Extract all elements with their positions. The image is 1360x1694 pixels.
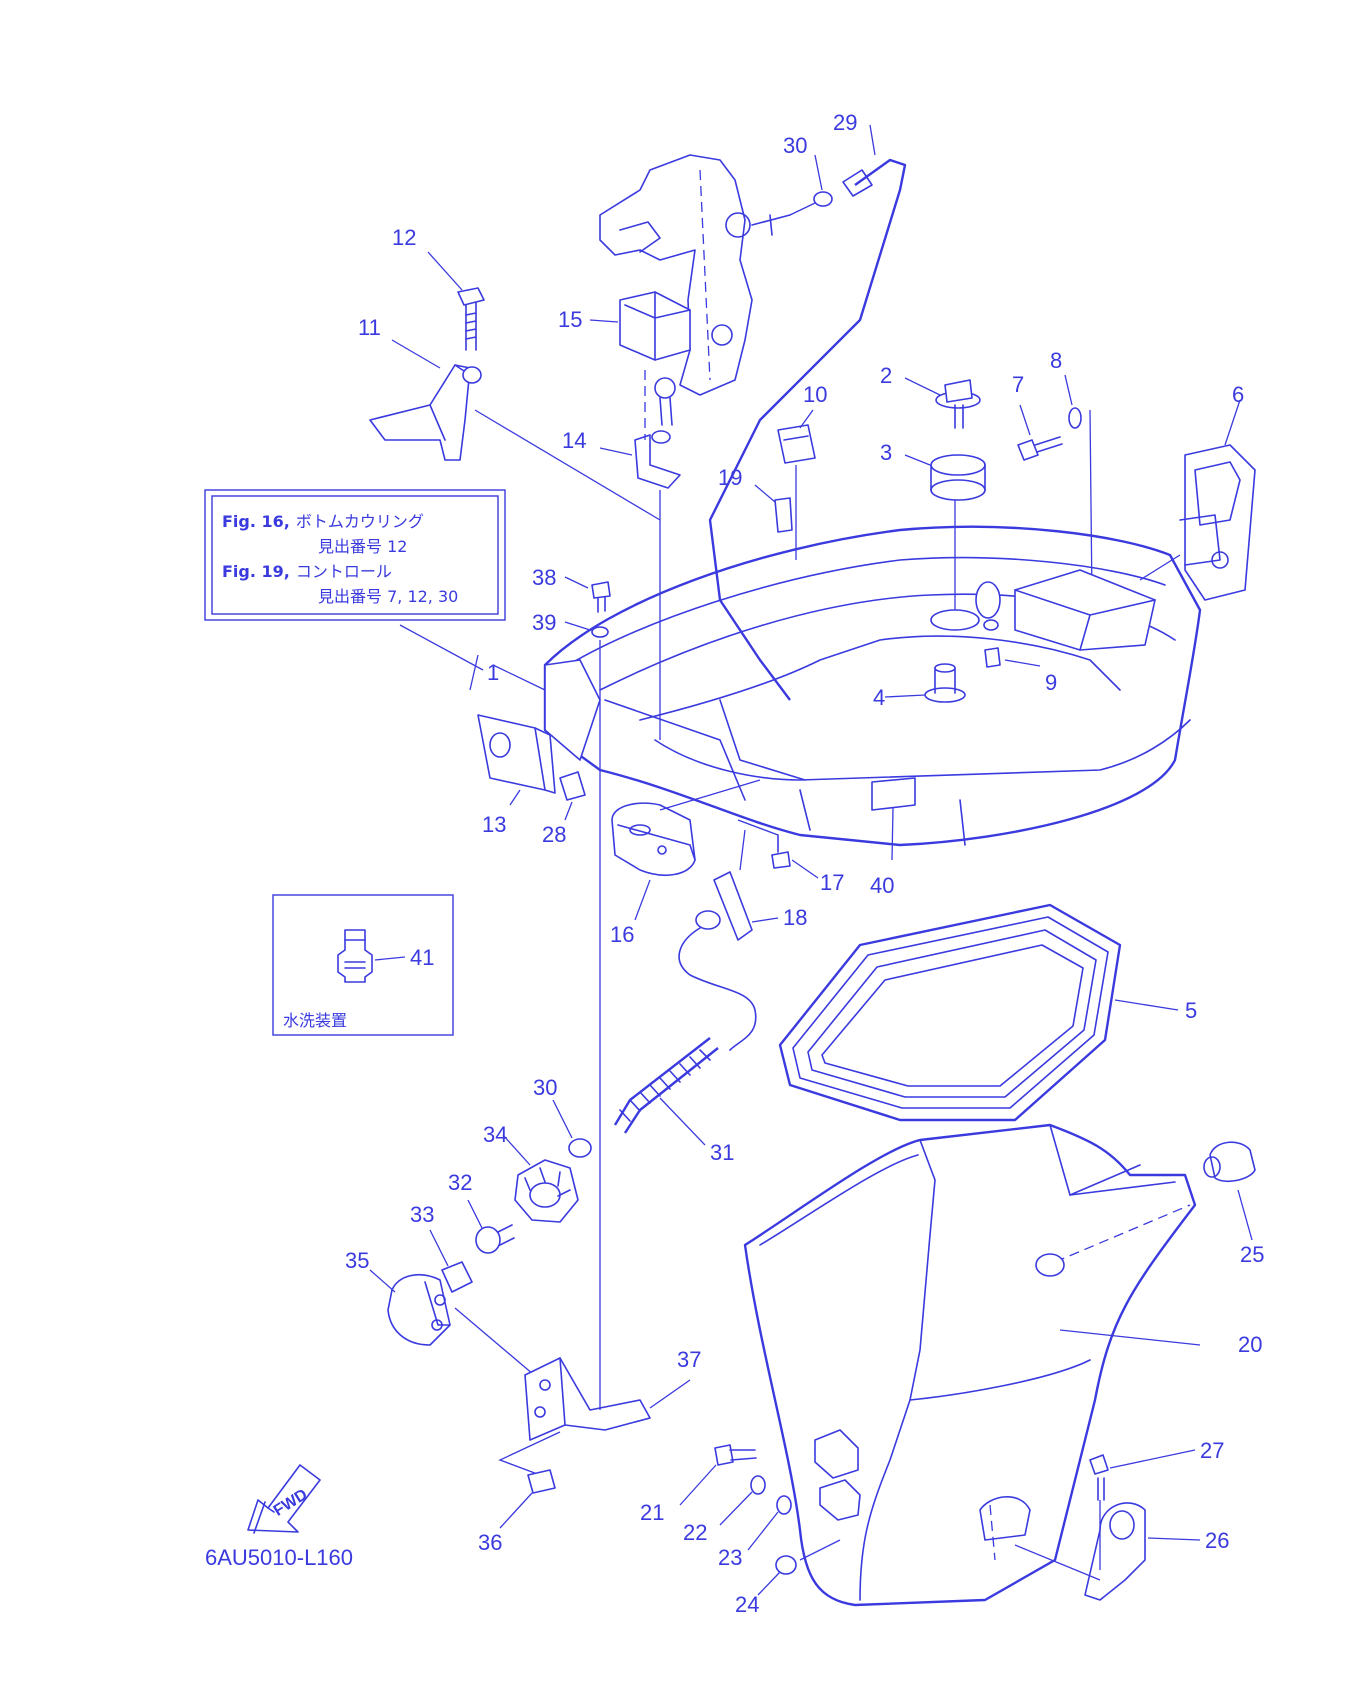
washer-22 xyxy=(719,1475,766,1526)
part-label-10: 10 xyxy=(803,382,827,407)
part-label-15: 15 xyxy=(558,307,582,332)
part-label-12: 12 xyxy=(392,225,416,250)
plate-28 xyxy=(559,771,586,821)
hose-31 xyxy=(613,1037,719,1146)
part-label-18: 18 xyxy=(783,905,807,930)
grommet-3 xyxy=(904,454,986,620)
part-label-1: 1 xyxy=(487,660,499,685)
reference-box: Fig. 16,ボトムカウリング 見出番号 12 Fig. 19,コントロール … xyxy=(204,489,506,691)
part-label-8: 8 xyxy=(1050,348,1062,373)
part-label-31: 31 xyxy=(710,1140,734,1165)
lower-cowling-20 xyxy=(743,1123,1201,1607)
fitting-19 xyxy=(754,484,793,533)
bolt-27 xyxy=(1089,1449,1196,1570)
part-label-7: 7 xyxy=(1012,372,1024,397)
ref-fig16-index: 見出番号 12 xyxy=(318,537,407,556)
fwd-arrow: FWD xyxy=(247,1464,321,1534)
gasket-5 xyxy=(778,903,1179,1122)
part-label-21: 21 xyxy=(640,1500,664,1525)
part-label-28: 28 xyxy=(542,822,566,847)
screw-21 xyxy=(679,1444,757,1506)
bottom-cowling-1 xyxy=(492,525,1202,847)
diagram-code: 6AU5010-L160 xyxy=(205,1545,353,1570)
bracket-37 xyxy=(498,1357,691,1476)
plug-10 xyxy=(777,409,816,560)
ref-fig19-index: 見出番号 7, 12, 30 xyxy=(318,587,458,606)
part-label-30-lower: 30 xyxy=(533,1075,557,1100)
washer-33 xyxy=(429,1229,473,1293)
grommet-13 xyxy=(477,714,556,806)
part-label-24: 24 xyxy=(735,1592,759,1617)
grommet-15 xyxy=(589,291,691,361)
part-label-25: 25 xyxy=(1240,1242,1264,1267)
engine-block-fragment xyxy=(599,154,791,396)
screw-32 xyxy=(467,1199,515,1254)
washer-39 xyxy=(564,621,609,1410)
part-label-5: 5 xyxy=(1185,998,1197,1023)
part-label-40: 40 xyxy=(870,873,894,898)
part-label-26: 26 xyxy=(1205,1528,1229,1553)
bolt-7 xyxy=(1017,404,1063,461)
inset-caption: 水洗装置 xyxy=(283,1011,347,1030)
svg-text:Fig. 16,ボトムカウリング: Fig. 16, ボトムカウリング xyxy=(222,512,424,531)
part-label-29: 29 xyxy=(833,110,857,135)
part-labels: 1 2 3 4 5 6 7 8 9 10 11 12 13 14 15 16 1… xyxy=(345,110,1264,1617)
part-label-39: 39 xyxy=(532,610,556,635)
clip-30-lower xyxy=(552,1099,592,1158)
ref-fig16: Fig. 16, xyxy=(222,512,290,531)
part-label-3: 3 xyxy=(880,440,892,465)
screw-17 xyxy=(737,819,819,879)
plate-16 xyxy=(611,779,761,921)
lever-6 xyxy=(1139,399,1256,601)
hose-29 xyxy=(708,124,907,701)
washer-23 xyxy=(747,1495,792,1551)
washer-8 xyxy=(1064,374,1093,601)
nut-24 xyxy=(757,1539,841,1596)
part-label-16: 16 xyxy=(610,922,634,947)
clip-30-top xyxy=(789,154,833,216)
mount-35 xyxy=(369,1269,541,1381)
part-label-11: 11 xyxy=(358,315,381,340)
part-label-32: 32 xyxy=(448,1170,472,1195)
part-label-6: 6 xyxy=(1232,382,1244,407)
lever-26 xyxy=(1014,1502,1201,1601)
part-label-23: 23 xyxy=(718,1545,742,1570)
bolt-2 xyxy=(904,377,981,429)
part-label-22: 22 xyxy=(683,1520,707,1545)
bracket-14 xyxy=(599,370,681,740)
ref-fig19: Fig. 19, xyxy=(222,562,290,581)
part-label-4: 4 xyxy=(873,685,885,710)
svg-text:Fig. 19,コントロール: Fig. 19, コントロール xyxy=(222,562,392,581)
part-label-17: 17 xyxy=(820,870,844,895)
part-label-13: 13 xyxy=(482,812,506,837)
part-label-2: 2 xyxy=(880,363,892,388)
part-label-9: 9 xyxy=(1045,670,1057,695)
screw-36 xyxy=(499,1469,556,1529)
nut-34 xyxy=(502,1134,579,1223)
leader-40 xyxy=(891,807,894,861)
part-label-33: 33 xyxy=(410,1202,434,1227)
ref-fig19-text: コントロール xyxy=(296,562,392,581)
inset-box-41: 水洗装置 xyxy=(272,894,454,1036)
screw-38 xyxy=(564,576,611,613)
ref-fig16-text: ボトムカウリング xyxy=(296,512,424,531)
bolt-12 xyxy=(427,251,485,351)
part-label-19: 19 xyxy=(718,465,742,490)
part-label-27: 27 xyxy=(1200,1438,1224,1463)
part-label-34: 34 xyxy=(483,1122,507,1147)
part-label-35: 35 xyxy=(345,1248,369,1273)
part-label-38: 38 xyxy=(532,565,556,590)
grommet-25 xyxy=(1203,1141,1256,1241)
part-label-36: 36 xyxy=(478,1530,502,1555)
part-label-37: 37 xyxy=(677,1347,701,1372)
part-label-41: 41 xyxy=(410,945,434,970)
part-label-30-top: 30 xyxy=(783,133,807,158)
part-label-14: 14 xyxy=(562,428,586,453)
fitting-18 xyxy=(678,829,779,1051)
part-label-20: 20 xyxy=(1238,1332,1262,1357)
bracket-11 xyxy=(369,339,661,521)
